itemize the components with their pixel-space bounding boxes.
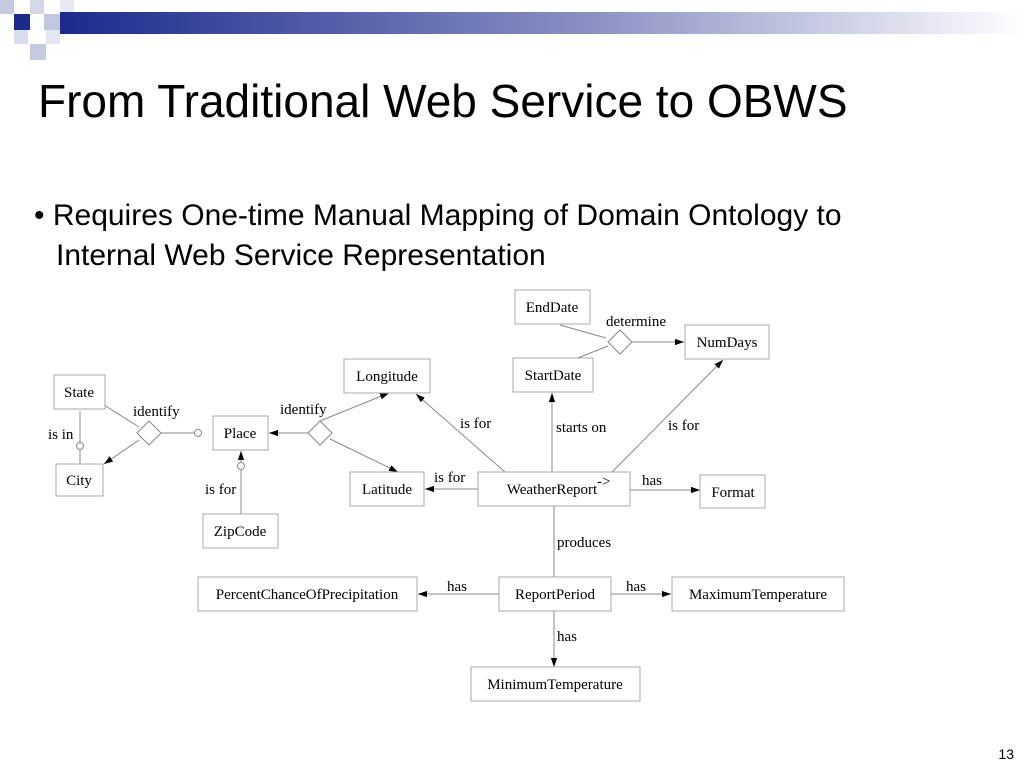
label-identify-left: identify [133, 404, 180, 420]
svg-text:Format: Format [711, 485, 755, 501]
svg-text:Latitude: Latitude [362, 482, 412, 498]
svg-text:MinimumTemperature: MinimumTemperature [487, 677, 623, 693]
node-latitude: Latitude [349, 471, 425, 507]
edge-enddate-diamond [559, 324, 607, 339]
svg-text:Longitude: Longitude [356, 369, 418, 385]
node-place: Place [212, 415, 269, 451]
node-weather-report: WeatherReport [477, 471, 631, 507]
svg-text:Place: Place [224, 426, 257, 442]
zip-place-circle [237, 462, 245, 470]
identify-diamond-left [136, 420, 162, 446]
node-zip-code: ZipCode [202, 513, 279, 549]
determine-diamond [607, 329, 633, 355]
label-is-for-latitude: is for [434, 470, 465, 486]
svg-text:NumDays: NumDays [697, 335, 758, 351]
label-arrow-symbol: -> [597, 474, 610, 490]
svg-text:StartDate: StartDate [525, 368, 582, 384]
bullet-line-2: Internal Web Service Representation [56, 239, 546, 272]
edge-weather-longitude [415, 393, 506, 473]
svg-text:WeatherReport: WeatherReport [507, 482, 598, 498]
label-is-in: is in [48, 427, 74, 443]
state-city-circle [76, 442, 84, 450]
node-start-date: StartDate [512, 357, 594, 393]
label-has-format: has [642, 473, 662, 489]
svg-text:MaximumTemperature: MaximumTemperature [689, 587, 827, 603]
label-is-for-longitude: is for [460, 416, 491, 432]
node-num-days: NumDays [684, 324, 770, 360]
place-left-circle [194, 429, 202, 437]
node-state: State [53, 374, 106, 410]
node-longitude: Longitude [343, 358, 431, 394]
node-end-date: EndDate [514, 289, 591, 325]
node-city: City [55, 463, 104, 497]
label-is-for-zip: is for [205, 482, 236, 498]
label-has-min: has [557, 629, 577, 645]
label-identify-right: identify [280, 402, 327, 418]
bullet-point: • Requires One-time Manual Mapping of Do… [34, 196, 994, 276]
node-minimum-temperature: MinimumTemperature [470, 666, 641, 702]
identify-diamond-right [307, 420, 333, 446]
label-determine: determine [606, 314, 666, 330]
label-is-for-numdays: is for [668, 418, 699, 434]
label-produces: produces [557, 535, 611, 551]
label-starts-on: starts on [556, 420, 607, 436]
bullet-line-1: • Requires One-time Manual Mapping of Do… [34, 199, 842, 232]
ontology-diagram: EndDate NumDays StartDate Longitude Stat… [48, 289, 845, 702]
node-report-period: ReportPeriod [498, 576, 612, 612]
edge-weather-numdays [611, 359, 724, 473]
svg-text:State: State [64, 385, 94, 401]
label-has-percent: has [447, 579, 467, 595]
svg-text:PercentChanceOfPrecipitation: PercentChanceOfPrecipitation [216, 587, 399, 603]
svg-text:City: City [66, 473, 92, 489]
label-has-max: has [626, 579, 646, 595]
svg-text:ZipCode: ZipCode [214, 524, 267, 540]
edge-city-statediamond [103, 439, 140, 465]
slide-title: From Traditional Web Service to OBWS [38, 75, 848, 127]
node-percent-chance-of-precipitation: PercentChanceOfPrecipitation [197, 576, 418, 612]
page-number: 13 [998, 746, 1014, 762]
node-format: Format [699, 474, 766, 509]
edge-diamond-latitude [329, 438, 399, 473]
svg-text:ReportPeriod: ReportPeriod [515, 587, 595, 603]
edge-diamond-longitude [319, 392, 390, 422]
node-maximum-temperature: MaximumTemperature [671, 576, 845, 612]
header-decoration [0, 0, 1024, 60]
svg-text:EndDate: EndDate [526, 300, 579, 316]
